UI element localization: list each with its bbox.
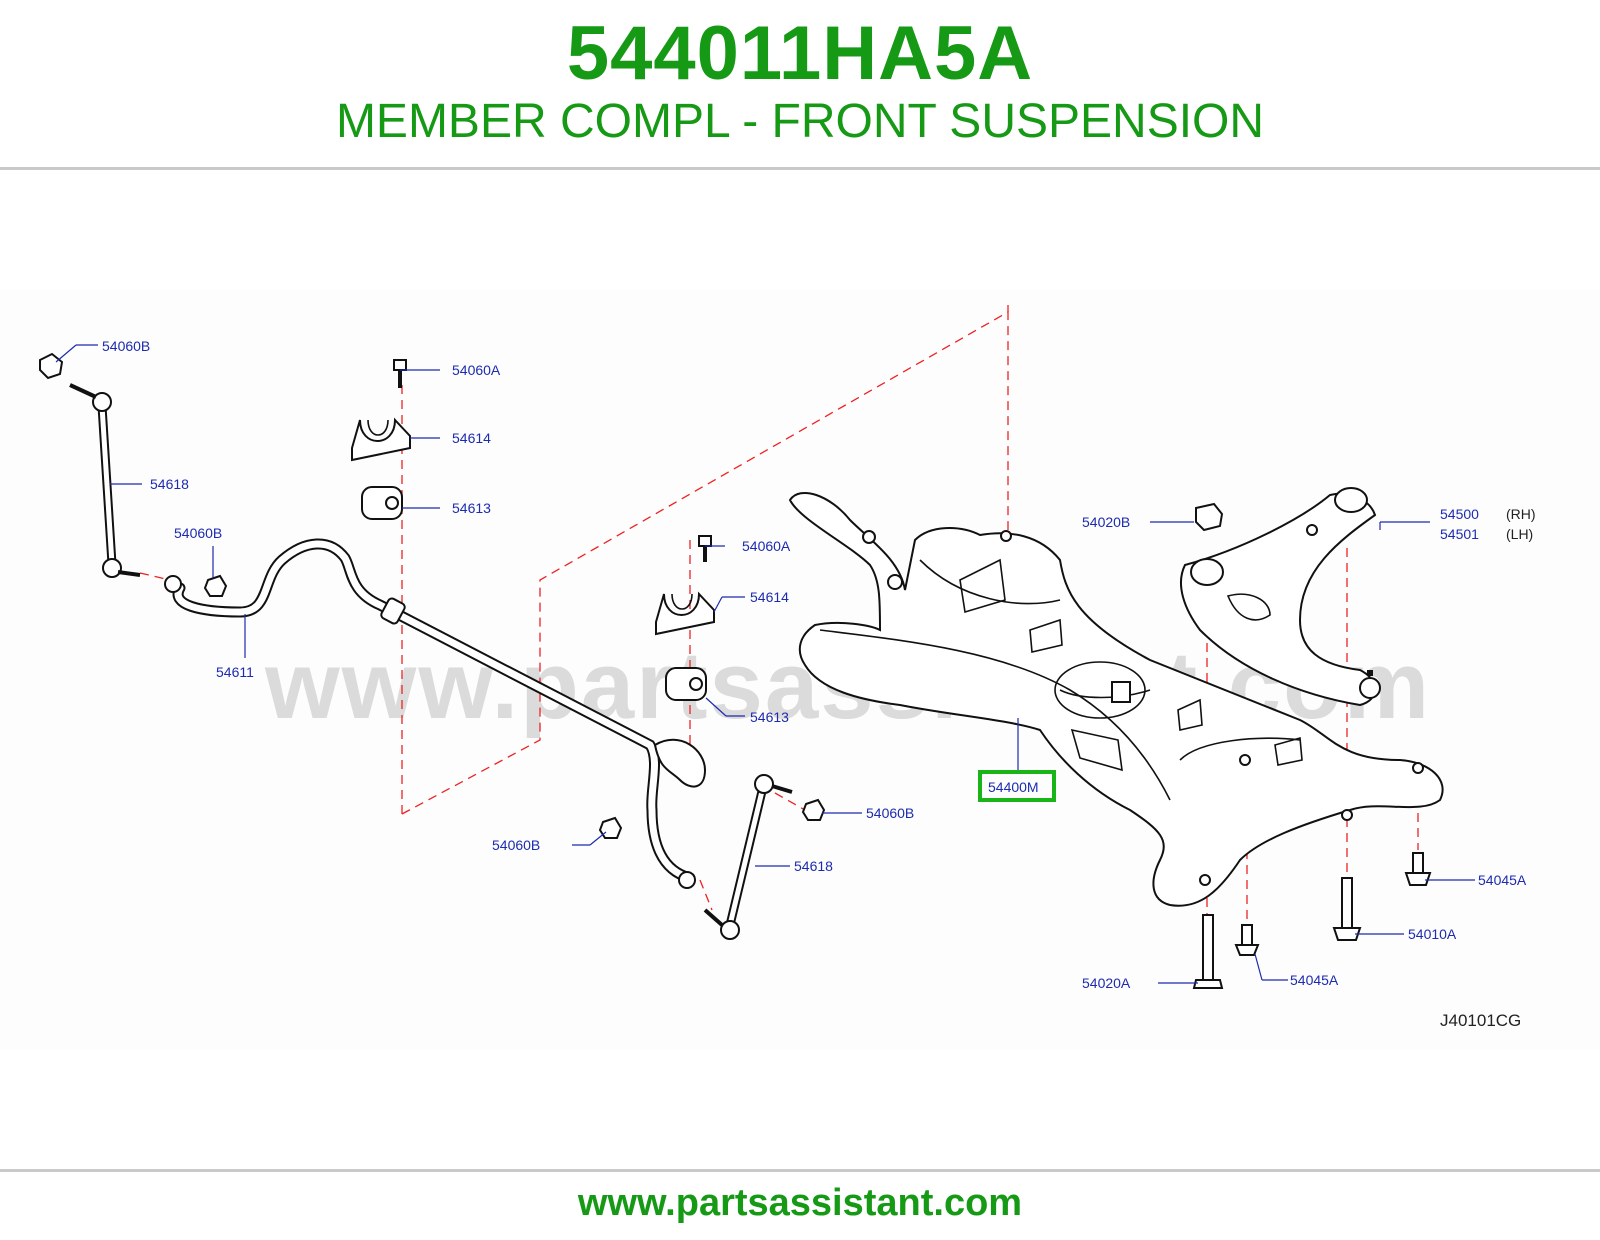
footer-website-link[interactable]: www.partsassistant.com [577,1182,1023,1224]
stabilizer-bar-icon [164,538,707,889]
lower-control-arm-icon [1180,487,1381,707]
callout-54400m[interactable]: 54400M [988,779,1039,795]
stabilizer-link-right-icon [703,774,793,940]
callout-54614-top[interactable]: 54614 [452,430,491,446]
callout-54060a-top[interactable]: 54060A [452,362,501,378]
drawing-code: J40101CG [1440,1011,1521,1030]
callout-54611[interactable]: 54611 [216,664,254,680]
callout-54045a-right[interactable]: 54045A [1478,872,1527,888]
callout-54020a[interactable]: 54020A [1082,975,1131,991]
stabilizer-link-left-icon [69,383,141,578]
highlighted-part-box [978,770,1056,802]
callout-labels: 54060B 54060A 54614 54618 54613 54060B 5… [102,338,1536,991]
callout-54613-top[interactable]: 54613 [452,500,491,516]
fasteners-icon [39,352,1432,989]
suspension-member-icon [788,491,1444,907]
part-number-title: 544011HA5A [566,11,1034,96]
callout-54501[interactable]: 54501 [1440,526,1479,542]
callout-54060b-left[interactable]: 54060B [174,525,222,541]
callout-54614-mid[interactable]: 54614 [750,589,789,605]
footer-divider [0,1169,1600,1172]
callout-54618-right[interactable]: 54618 [794,858,833,874]
part-description-title: MEMBER COMPL - FRONT SUSPENSION [335,95,1265,148]
callout-54500[interactable]: 54500 [1440,506,1479,522]
callout-54060b-right[interactable]: 54060B [866,805,914,821]
header-divider [0,167,1600,170]
callout-leaders [55,344,1475,984]
callout-54618-left[interactable]: 54618 [150,476,189,492]
callout-54020b[interactable]: 54020B [1082,514,1130,530]
callout-54501-side: (LH) [1506,526,1533,542]
callout-54500-side: (RH) [1506,506,1536,522]
callout-54060b-bottom[interactable]: 54060B [492,837,540,853]
callout-54010a[interactable]: 54010A [1408,926,1457,942]
callout-54045a-bottom[interactable]: 54045A [1290,972,1339,988]
callout-54060a-mid[interactable]: 54060A [742,538,791,554]
callout-54613-mid[interactable]: 54613 [750,709,789,725]
page-header: 544011HA5A MEMBER COMPL - FRONT SUSPENSI… [0,0,1600,170]
callout-54060b-top[interactable]: 54060B [102,338,150,354]
